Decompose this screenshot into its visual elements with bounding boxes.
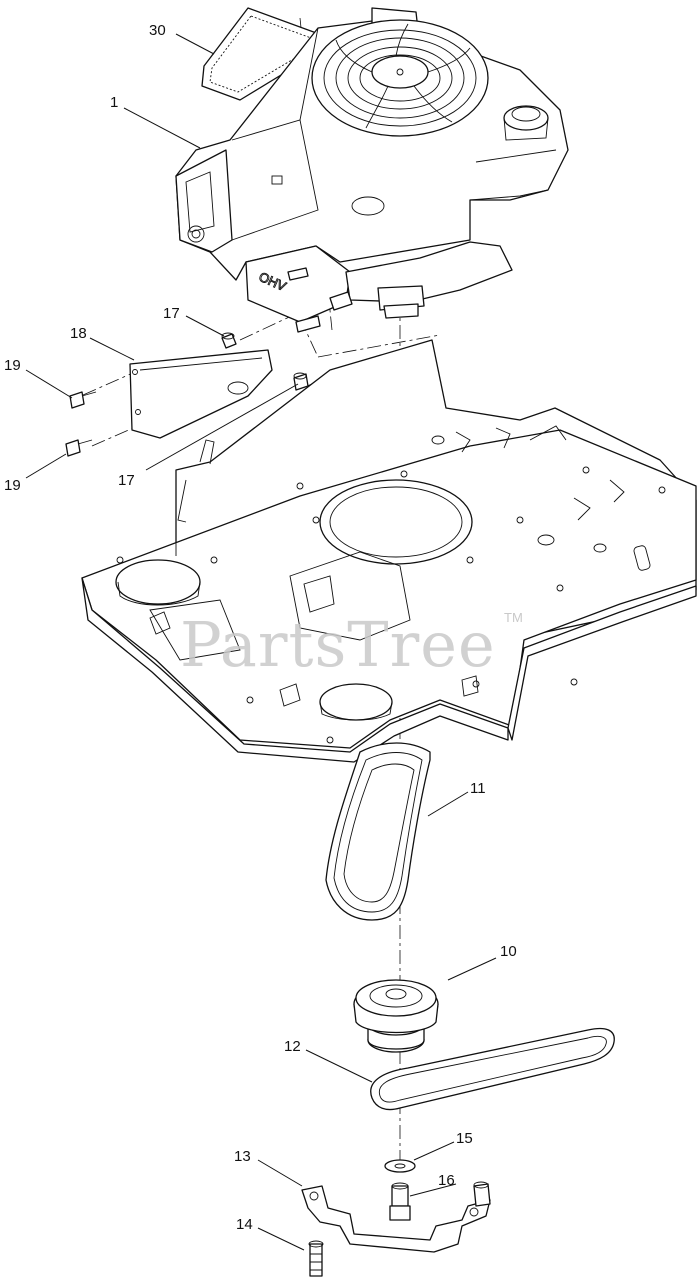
frame-part <box>81 339 697 763</box>
callout-10: 10 <box>500 943 517 960</box>
leader-lines <box>25 33 497 1251</box>
callout-13: 13 <box>234 1148 251 1165</box>
bolt-14-part <box>308 1240 324 1277</box>
callout-19-lower: 19 <box>4 477 21 494</box>
bracket-part <box>129 349 273 439</box>
callout-12: 12 <box>284 1038 301 1055</box>
bolt-19-lower <box>65 439 93 457</box>
washer-15-part <box>384 1159 416 1173</box>
callout-18: 18 <box>70 325 87 342</box>
watermark: PartsTree TM <box>180 608 523 681</box>
bolt-16-part <box>389 1182 411 1221</box>
bracket-13-part <box>301 1181 491 1253</box>
callout-1: 1 <box>110 94 118 111</box>
callouts: 30 1 17 18 19 19 17 11 10 12 15 13 16 14 <box>4 22 517 1233</box>
belt-11-part <box>325 742 431 921</box>
callout-14: 14 <box>236 1216 253 1233</box>
nut-17-lower <box>293 372 309 391</box>
watermark-text: PartsTree <box>180 608 496 681</box>
engine-part: OHV <box>175 7 569 333</box>
pulley-10-part <box>353 979 439 1053</box>
callout-17-upper: 17 <box>163 305 180 322</box>
callout-30: 30 <box>149 22 166 39</box>
watermark-trademark: TM <box>504 610 523 625</box>
callout-17-lower: 17 <box>118 472 135 489</box>
callout-11: 11 <box>470 780 486 797</box>
callout-19-upper: 19 <box>4 357 21 374</box>
bolt-19-upper <box>69 391 97 409</box>
callout-15: 15 <box>456 1130 473 1147</box>
callout-16: 16 <box>438 1172 455 1189</box>
nut-17-upper <box>221 332 237 349</box>
belt-12-part <box>370 1027 615 1111</box>
